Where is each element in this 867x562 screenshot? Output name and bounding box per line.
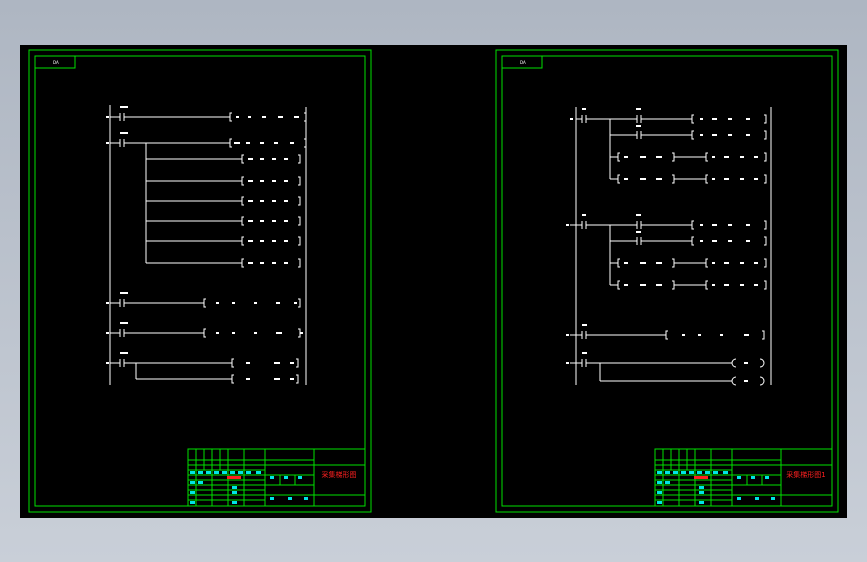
sheet-1-ladder [109, 105, 307, 385]
ladder-diagram-drawing: DA [28, 49, 839, 513]
sheet-1-corner-box [34, 55, 76, 69]
sheet-2: DA [495, 49, 839, 513]
sheet-1-corner-tag: DA [53, 60, 59, 65]
sheet-1-title-block-text [190, 471, 308, 504]
sheet-2-title-block: 采集梯形图1 [654, 448, 833, 507]
sheet-1-outer-frame [28, 49, 372, 513]
cad-drawing-area[interactable]: DA [20, 45, 847, 518]
sheet-1-inner-frame [34, 55, 366, 507]
sheet-2-instruction-marks [566, 108, 758, 382]
sheet-1-title-block: 采集梯形图 [187, 448, 366, 507]
sheet-2-inner-frame [501, 55, 833, 507]
sheet-1-drawing-title: 采集梯形图 [322, 470, 357, 479]
sheet-1: DA [28, 49, 372, 513]
sheet-2-title-block-text [657, 471, 775, 504]
sheet-1-instruction-marks [106, 106, 303, 380]
sheet-2-ladder [570, 107, 772, 386]
sheet-2-corner-box [501, 55, 543, 69]
sheet-2-corner-tag: DA [520, 60, 526, 65]
sheet-2-drawing-title: 采集梯形图1 [786, 470, 825, 479]
sheet-2-outer-frame [495, 49, 839, 513]
